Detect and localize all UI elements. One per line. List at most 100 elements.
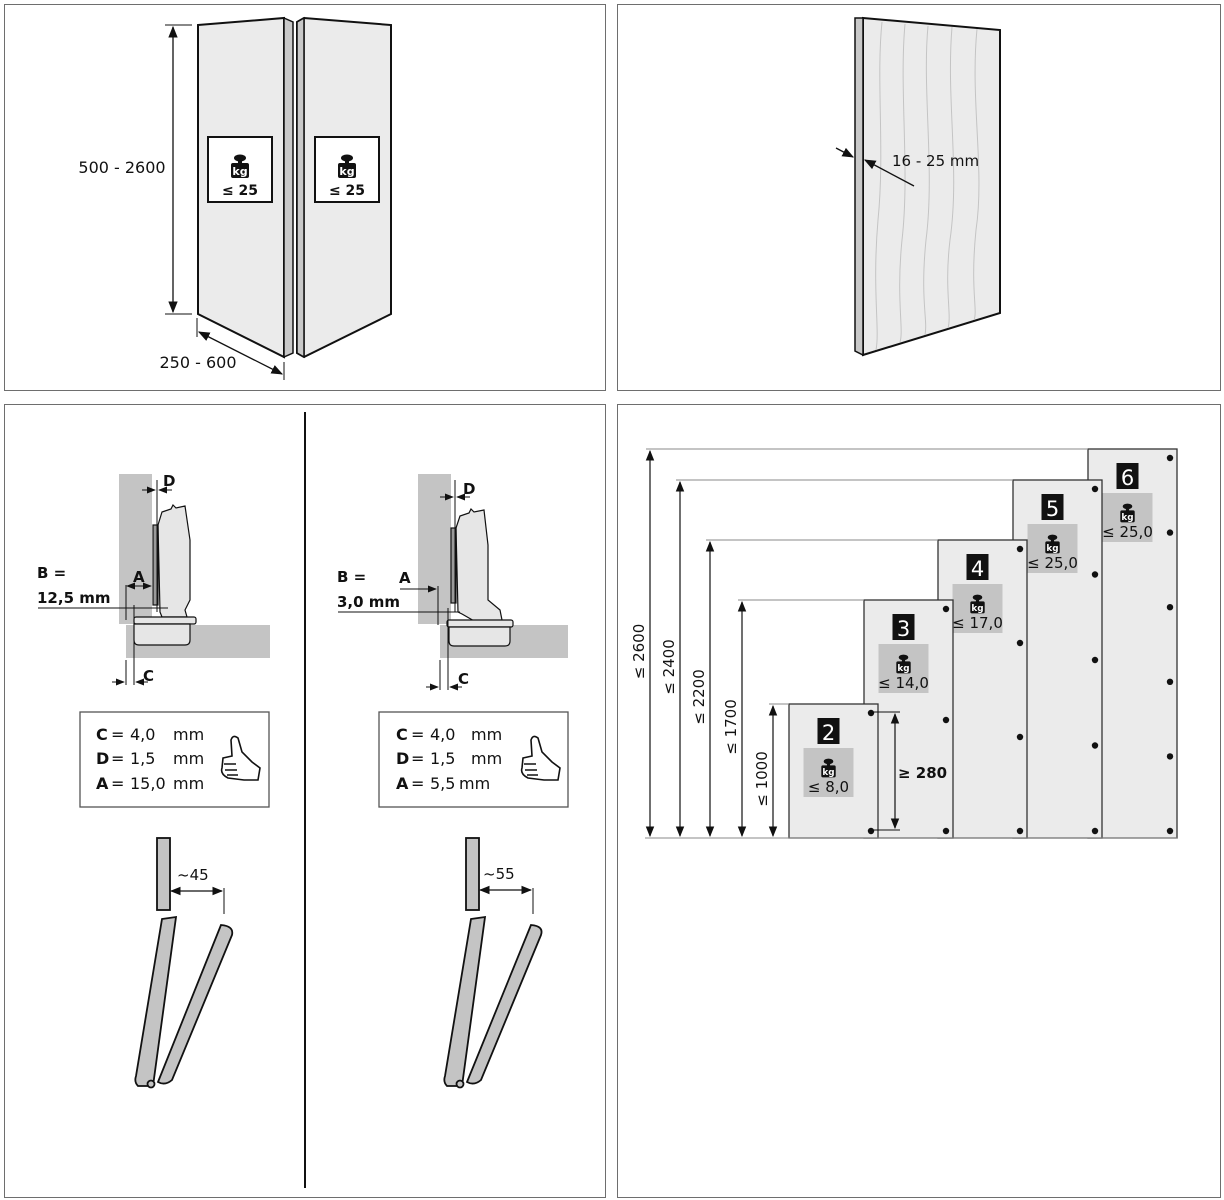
hinge-count-badge [892,614,915,640]
dim-a-label: A [133,568,145,586]
hinge-position-dot [1091,571,1099,578]
hinge-position-dot [867,709,875,717]
wood-grain [875,21,980,351]
hinge-variant-2 [338,474,569,1089]
door-opening-diagram [134,837,234,1089]
thickness-label: 16 - 25 mm [892,152,979,170]
hinge-position-dot [1166,827,1174,835]
door-step-2: 2 ≤ 8,0 [788,703,879,839]
hinge-count-badge [966,554,989,580]
door-weight-label: ≤ 25 [222,183,258,199]
hinge-position-dot [1091,485,1099,493]
spec-unit: mm [459,774,490,793]
spec-row: A = 5,5 mm [396,774,490,793]
hinge-count-label: 5 [1046,497,1059,521]
min-spacing-dimension [872,711,900,831]
spec-eq: = [111,774,124,793]
door-weight-label: ≤ 25 [329,183,365,199]
spec-unit: mm [173,774,204,793]
min-spacing-label: ≥ 280 [898,764,947,782]
dim-d-label: D [163,472,175,490]
width-range-label: 250 - 600 [159,353,236,372]
hinge-position-dot [1016,733,1024,741]
hinge-position-dot [1091,827,1099,835]
b-value: 12,5 mm [37,589,111,607]
spec-key: A [396,774,409,793]
spec-row: A = 15,0 mm [96,774,204,793]
hinge-position-dot [1166,529,1174,536]
spec-value: 5,5 [430,774,455,793]
spec-row: D = 1,5 mm [396,749,502,768]
spec-value: 4,0 [130,725,155,744]
dim-a-label: A [399,569,411,587]
spec-row: C = 4,0 mm [96,725,204,744]
door-opening-diagram [443,837,543,1089]
door-step-3: 3 ≤ 14,0 [863,599,954,839]
weight-limit-label: ≤ 25,0 [1027,554,1078,572]
clearance-label: ~45 [177,866,209,884]
spec-row: C = 4,0 mm [396,725,502,744]
hinge-count-badge [1116,463,1139,489]
dim-c-label: C [458,670,469,688]
height-limit-label: ≤ 2400 [660,639,678,695]
hinge-position-dot [942,827,950,835]
height-dimension-2600: ≤ 2600 [630,448,1088,838]
spec-key: C [396,725,408,744]
spec-key: D [396,749,409,768]
spec-eq: = [111,749,124,768]
door-step-6: 6 ≤ 25,0 [1087,448,1178,839]
door-panel [854,16,1001,357]
hinge-position-dot [867,827,875,835]
spec-value: 1,5 [130,749,155,768]
dim-d-label: D [463,480,475,498]
spec-unit: mm [471,749,502,768]
cabinet-side [119,474,152,624]
hinge-count-label: 2 [822,721,835,745]
hinge-body [446,507,514,647]
b-value: 3,0 mm [337,593,400,611]
height-dimension-1700: ≤ 1700 [722,599,864,838]
b-label: B = [337,568,366,586]
spec-unit: mm [471,725,502,744]
hinge-count-label: 4 [971,557,984,581]
hinge-count-label: 6 [1121,466,1134,490]
weight-limit-label: ≤ 8,0 [808,778,849,796]
hinge-position-dot [1091,742,1099,749]
height-dimension-2400: ≤ 2400 [660,479,1013,838]
thumbs-up-icon [220,735,261,781]
hinge-count-badge [817,718,840,744]
spec-value: 1,5 [430,749,455,768]
hinge-position-dot [1166,678,1174,685]
thickness-dimension [835,147,915,187]
hinge-count-badge [1041,494,1064,520]
spec-key: A [96,774,109,793]
height-limit-label: ≤ 2200 [690,669,708,725]
hinge-count-label: 3 [897,617,910,641]
spec-key: C [96,725,108,744]
hinge-position-dot [1166,454,1174,462]
spec-row: D = 1,5 mm [96,749,204,768]
clearance-label: ~55 [483,865,515,883]
hinge-position-dot [1016,827,1024,835]
weight-limit-label: ≤ 14,0 [878,674,929,692]
height-limit-label: ≤ 1700 [722,699,740,755]
hinge-position-dot [942,605,950,613]
height-limit-label: ≤ 2600 [630,624,648,680]
thumbs-up-icon [520,735,561,781]
spec-unit: mm [173,725,204,744]
hinge-position-dot [1091,656,1099,664]
hinge-variant-1 [38,474,270,1089]
dim-c-label: C [143,667,154,685]
spec-eq: = [411,749,424,768]
spec-eq: = [111,725,124,744]
weight-limit-label: ≤ 17,0 [952,614,1003,632]
b-label: B = [37,564,66,582]
height-dimension-2200: ≤ 2200 [690,539,938,838]
weight-limit-label: ≤ 25,0 [1102,523,1153,541]
height-dimension-1000: ≤ 1000 [753,703,789,838]
hinge-position-dot [1166,753,1174,760]
spec-eq: = [411,725,424,744]
